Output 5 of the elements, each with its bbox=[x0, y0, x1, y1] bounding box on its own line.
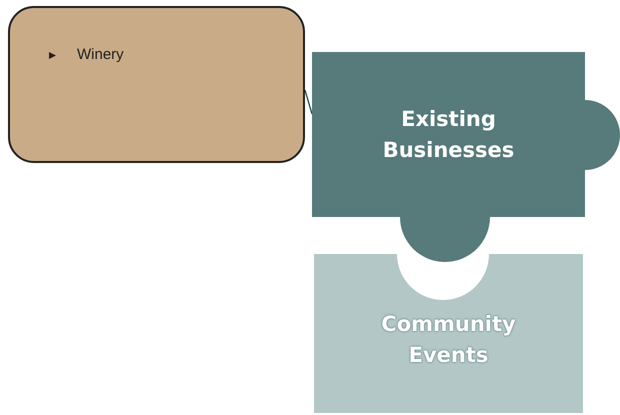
piece-label: Existing Businesses bbox=[382, 106, 516, 164]
list-item: Winery bbox=[77, 46, 124, 63]
callout-box bbox=[8, 6, 305, 163]
leader-line bbox=[304, 90, 313, 114]
piece-label: Community Events bbox=[380, 311, 517, 369]
